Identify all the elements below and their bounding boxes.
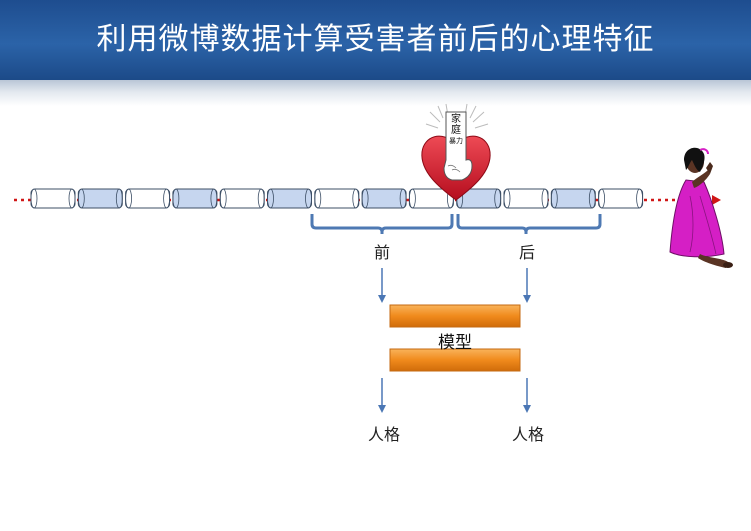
timeline-segments bbox=[30, 188, 644, 209]
timeline-segment bbox=[77, 188, 123, 209]
timeline-segment bbox=[361, 188, 407, 209]
model-bar-top bbox=[389, 304, 521, 328]
timeline-arrowhead-icon bbox=[712, 195, 721, 205]
timeline-segment bbox=[598, 188, 644, 209]
timeline-segment bbox=[267, 188, 312, 209]
after-bracket bbox=[456, 214, 602, 234]
heart-text: 家 庭 暴力 bbox=[445, 114, 467, 147]
before-bracket bbox=[310, 214, 454, 234]
before-label: 前 bbox=[373, 243, 390, 262]
title-shadow-band bbox=[0, 80, 751, 106]
arrow-before-to-model bbox=[378, 268, 386, 303]
timeline-segment bbox=[503, 188, 549, 209]
timeline-segment bbox=[30, 188, 76, 209]
praying-woman-icon bbox=[669, 147, 733, 268]
arrow-model-to-output-left bbox=[378, 378, 386, 413]
arrow-after-to-model bbox=[523, 268, 531, 303]
title-bar bbox=[0, 0, 751, 80]
heart-text-line-1: 家 bbox=[451, 114, 461, 125]
heart-text-line-3: 暴力 bbox=[449, 137, 463, 145]
timeline-segment bbox=[125, 188, 171, 209]
slide-title: 利用微博数据计算受害者前后的心理特征 bbox=[96, 22, 655, 57]
heart-hand-icon bbox=[421, 103, 491, 201]
timeline-segment bbox=[456, 188, 502, 209]
timeline-segment bbox=[172, 188, 218, 209]
model-bar-bottom bbox=[389, 348, 521, 372]
timeline-segment bbox=[314, 188, 360, 209]
arrow-model-to-output-right bbox=[523, 378, 531, 413]
model-label: 模型 bbox=[438, 333, 472, 353]
heart-text-line-2: 庭 bbox=[451, 125, 461, 136]
timeline-segment bbox=[550, 188, 596, 209]
output-right-label: 人格 bbox=[511, 425, 544, 444]
output-left-label: 人格 bbox=[367, 425, 400, 444]
timeline-segment bbox=[219, 188, 265, 209]
after-label: 后 bbox=[518, 243, 535, 262]
